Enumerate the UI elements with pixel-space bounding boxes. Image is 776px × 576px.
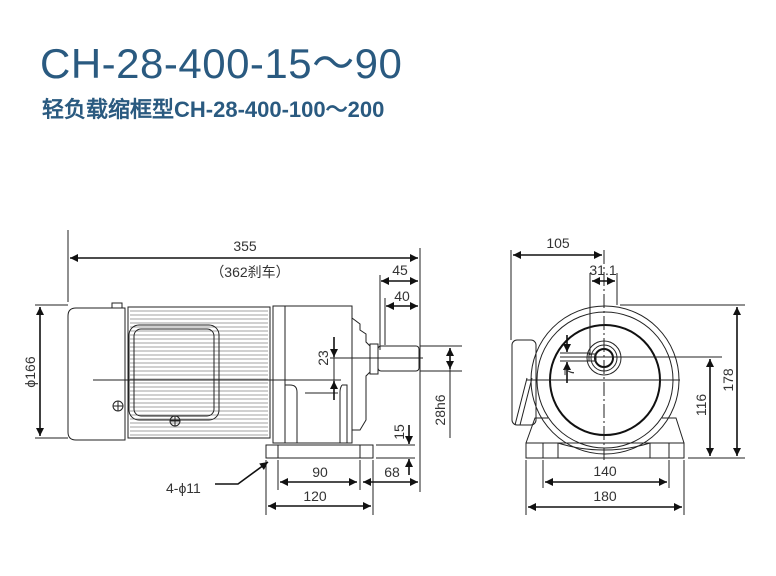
dim-overall-length: 355: [233, 238, 257, 254]
gearbox: [272, 305, 371, 444]
front-view: 105 31.1 7 178 116 140: [510, 235, 745, 515]
dim-shaft-offset: 23: [315, 350, 331, 366]
dim-overall-length-brake: （362刹车）: [210, 264, 289, 280]
fan-cover: [67, 307, 126, 441]
dim-shaft-diameter: 28h6: [432, 394, 448, 425]
dim-shaft-height: 116: [693, 394, 709, 417]
gearbox-foot: [265, 444, 374, 459]
front-feet: [525, 417, 685, 459]
page-title: CH-28-400-15～90: [40, 40, 403, 87]
dim-foot-width: 180: [593, 488, 617, 504]
label-mount-holes: 4-ϕ11: [166, 480, 201, 496]
dim-foot-to-shaft: 68: [384, 464, 400, 480]
ground-screw-icon: [112, 400, 124, 412]
dim-shaft-45: 45: [392, 262, 408, 278]
terminal-box: [511, 339, 537, 426]
dim-foot-length: 120: [303, 488, 327, 504]
dim-shaft-40: 40: [394, 288, 410, 304]
dim-hole-spacing-front: 140: [593, 463, 617, 479]
terminal-screw-icon: [169, 415, 181, 427]
dim-overall-height: 178: [720, 368, 736, 392]
dim-foot-thickness: 15: [391, 424, 407, 440]
fan-cover-bump: [111, 302, 123, 309]
dim-hole-spacing: 90: [312, 464, 328, 480]
page-subtitle: 轻负载缩框型CH-28-400-100～200: [42, 97, 385, 122]
motor-body: [127, 306, 271, 439]
dim-center-offset: 105: [546, 235, 570, 251]
shaft-collar: [369, 343, 379, 375]
side-view: 355 （362刹车） 45 40 ϕ166 23 28h6: [22, 230, 462, 515]
dim-key-height: 31.1: [589, 262, 616, 278]
dim-motor-diameter: ϕ166: [22, 356, 38, 387]
dim-key-width: 7: [561, 368, 577, 376]
